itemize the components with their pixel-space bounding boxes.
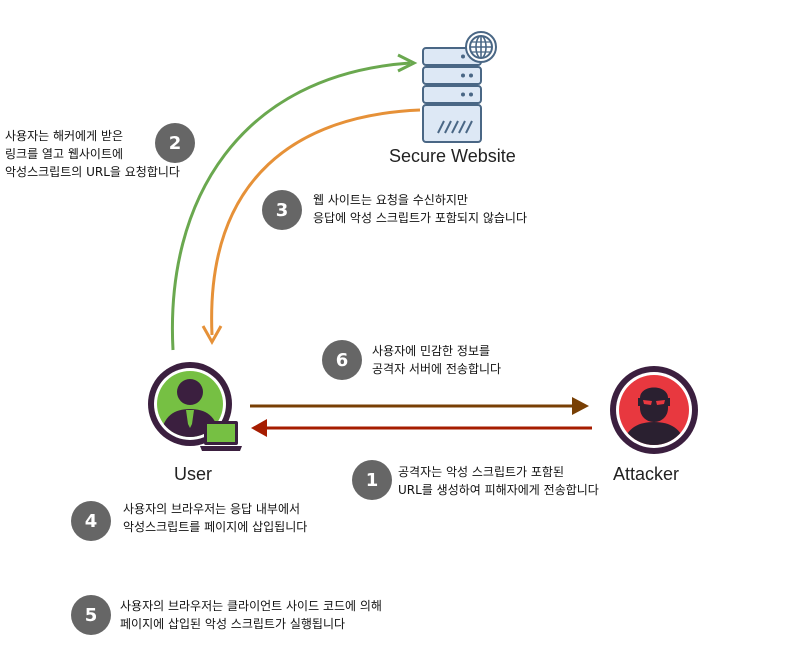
step-3-text: 웹 사이트는 요청을 수신하지만 응답에 악성 스크립트가 포함되지 않습니다 bbox=[313, 191, 527, 227]
step-4-line-1: 사용자의 브라우저는 응답 내부에서 bbox=[123, 502, 301, 516]
step-2-line-2: 링크를 열고 웹사이트에 bbox=[5, 147, 124, 161]
step-1-line-1: 공격자는 악성 스크립트가 포함된 bbox=[398, 465, 565, 479]
laptop-icon bbox=[200, 421, 242, 451]
step-1-line-2: URL를 생성하여 피해자에게 전송합니다 bbox=[398, 483, 599, 497]
attacker-node bbox=[608, 364, 700, 456]
server-node bbox=[418, 30, 508, 145]
phishing-link-arrowhead bbox=[251, 419, 267, 437]
user-label: User bbox=[174, 464, 213, 484]
step-3-line-2: 응답에 악성 스크립트가 포함되지 않습니다 bbox=[313, 211, 527, 225]
server-icon bbox=[422, 47, 482, 143]
step-5-badge: 5 bbox=[71, 595, 111, 635]
server-label: Secure Website bbox=[389, 146, 516, 166]
attacker-icon bbox=[610, 366, 698, 454]
step-3-line-1: 웹 사이트는 요청을 수신하지만 bbox=[313, 193, 468, 207]
step-6-badge: 6 bbox=[322, 340, 362, 380]
step-6-line-2: 공격자 서버에 전송합니다 bbox=[372, 362, 502, 376]
step-4-badge: 4 bbox=[71, 501, 111, 541]
step-2-text: 사용자는 해커에게 받은 링크를 열고 웹사이트에 악성스크립트의 URL을 요… bbox=[5, 127, 180, 181]
response-arrow bbox=[210, 108, 421, 336]
step-5-line-1: 사용자의 브라우저는 클라이언트 사이드 코드에 의해 bbox=[120, 599, 382, 613]
step-2-badge: 2 bbox=[155, 123, 195, 163]
step-5-line-2: 페이지에 삽입된 악성 스크립트가 실행됩니다 bbox=[120, 617, 346, 631]
user-node bbox=[146, 360, 246, 455]
step-2-line-3: 악성스크립트의 URL을 요청합니다 bbox=[5, 165, 180, 179]
exfiltration-arrowhead bbox=[572, 397, 589, 415]
step-2-line-1: 사용자는 해커에게 받은 bbox=[5, 129, 124, 143]
step-6-text: 사용자에 민감한 정보를 공격자 서버에 전송합니다 bbox=[372, 342, 501, 378]
step-5-text: 사용자의 브라우저는 클라이언트 사이드 코드에 의해 페이지에 삽입된 악성 … bbox=[120, 597, 382, 633]
response-arrowhead bbox=[201, 325, 223, 346]
step-4-text: 사용자의 브라우저는 응답 내부에서 악성스크립트를 페이지에 삽입됩니다 bbox=[123, 500, 307, 536]
step-4-line-2: 악성스크립트를 페이지에 삽입됩니다 bbox=[123, 520, 308, 534]
step-3-badge: 3 bbox=[262, 190, 302, 230]
request-arrow bbox=[170, 61, 411, 351]
step-6-line-1: 사용자에 민감한 정보를 bbox=[372, 344, 491, 358]
request-arrowhead bbox=[397, 53, 418, 73]
attacker-label: Attacker bbox=[613, 464, 680, 484]
globe-icon bbox=[465, 31, 497, 63]
step-1-text: 공격자는 악성 스크립트가 포함된 URL를 생성하여 피해자에게 전송합니다 bbox=[398, 463, 599, 499]
step-1-badge: 1 bbox=[352, 460, 392, 500]
